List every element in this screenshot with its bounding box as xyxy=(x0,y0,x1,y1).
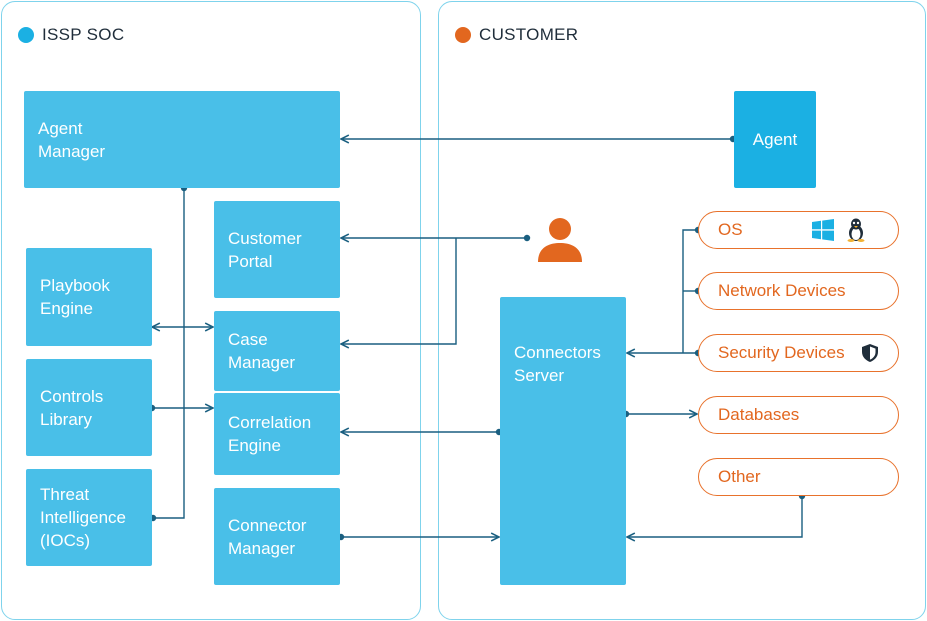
agent-manager-line1: Agent xyxy=(38,118,83,138)
os-pill: OS xyxy=(698,211,899,249)
other-pill: Other xyxy=(698,458,899,496)
connector-manager-box: Connector Manager xyxy=(214,488,340,585)
windows-icon xyxy=(812,219,834,241)
playbook-engine-line1: Playbook xyxy=(40,276,110,295)
databases-pill: Databases xyxy=(698,396,899,434)
connectors-server-line2: Server xyxy=(514,366,565,385)
correlation-engine-line2: Engine xyxy=(228,436,281,455)
databases-label: Databases xyxy=(718,405,800,424)
issp-soc-label: ISSP SOC xyxy=(42,25,125,44)
connector-manager-line2: Manager xyxy=(228,538,296,558)
issp-soc-title: ISSP SOC xyxy=(18,25,124,45)
connectors-server-box: Connectors Server xyxy=(500,297,626,585)
correlation-engine-box: Correlation Engine xyxy=(214,393,340,475)
threat-intelligence-line2: Intelligence xyxy=(40,508,127,527)
sources-bus xyxy=(682,229,698,353)
customer-label: CUSTOMER xyxy=(479,25,579,44)
other-to-server-line xyxy=(627,496,803,537)
agent-manager-box: Agent Manager xyxy=(24,91,340,188)
agent-box: Agent xyxy=(734,91,816,188)
network-devices-pill: Network Devices xyxy=(698,272,899,310)
customer-dot-icon xyxy=(455,27,471,43)
customer-title: CUSTOMER xyxy=(455,25,578,45)
other-label: Other xyxy=(718,467,761,486)
controls-library-line2: Library xyxy=(40,409,92,429)
connector-manager-line1: Connector xyxy=(228,515,307,535)
linux-icon xyxy=(847,218,865,242)
os-label: OS xyxy=(718,220,743,239)
threat-intelligence-line3: (IOCs) xyxy=(40,531,91,550)
case-manager-line2: Manager xyxy=(228,353,296,372)
case-manager-line1: Case xyxy=(228,330,268,349)
customer-portal-line1: Customer xyxy=(228,228,302,248)
playbook-engine-box: Playbook Engine xyxy=(26,248,152,346)
network-devices-label: Network Devices xyxy=(718,281,846,300)
shield-icon xyxy=(862,344,878,362)
controls-library-box: Controls Library xyxy=(26,359,152,456)
soc-vertical-bus xyxy=(153,188,185,519)
case-manager-box: Case Manager xyxy=(214,311,340,391)
soc-dot-icon xyxy=(18,27,34,43)
customer-portal-box: Customer Portal xyxy=(214,201,340,298)
user-to-case-line xyxy=(341,238,457,344)
controls-library-line1: Controls xyxy=(40,386,104,406)
agent-label: Agent xyxy=(752,130,798,149)
connectors-server-line1: Connectors xyxy=(514,343,601,362)
customer-portal-line2: Portal xyxy=(228,251,273,271)
user-icon xyxy=(538,218,582,262)
security-devices-label: Security Devices xyxy=(718,343,845,362)
correlation-engine-line1: Correlation xyxy=(228,413,312,432)
playbook-engine-line2: Engine xyxy=(40,299,93,318)
threat-intelligence-line1: Threat xyxy=(40,485,90,504)
agent-manager-line2: Manager xyxy=(38,141,106,161)
threat-intelligence-box: Threat Intelligence (IOCs) xyxy=(26,469,152,566)
